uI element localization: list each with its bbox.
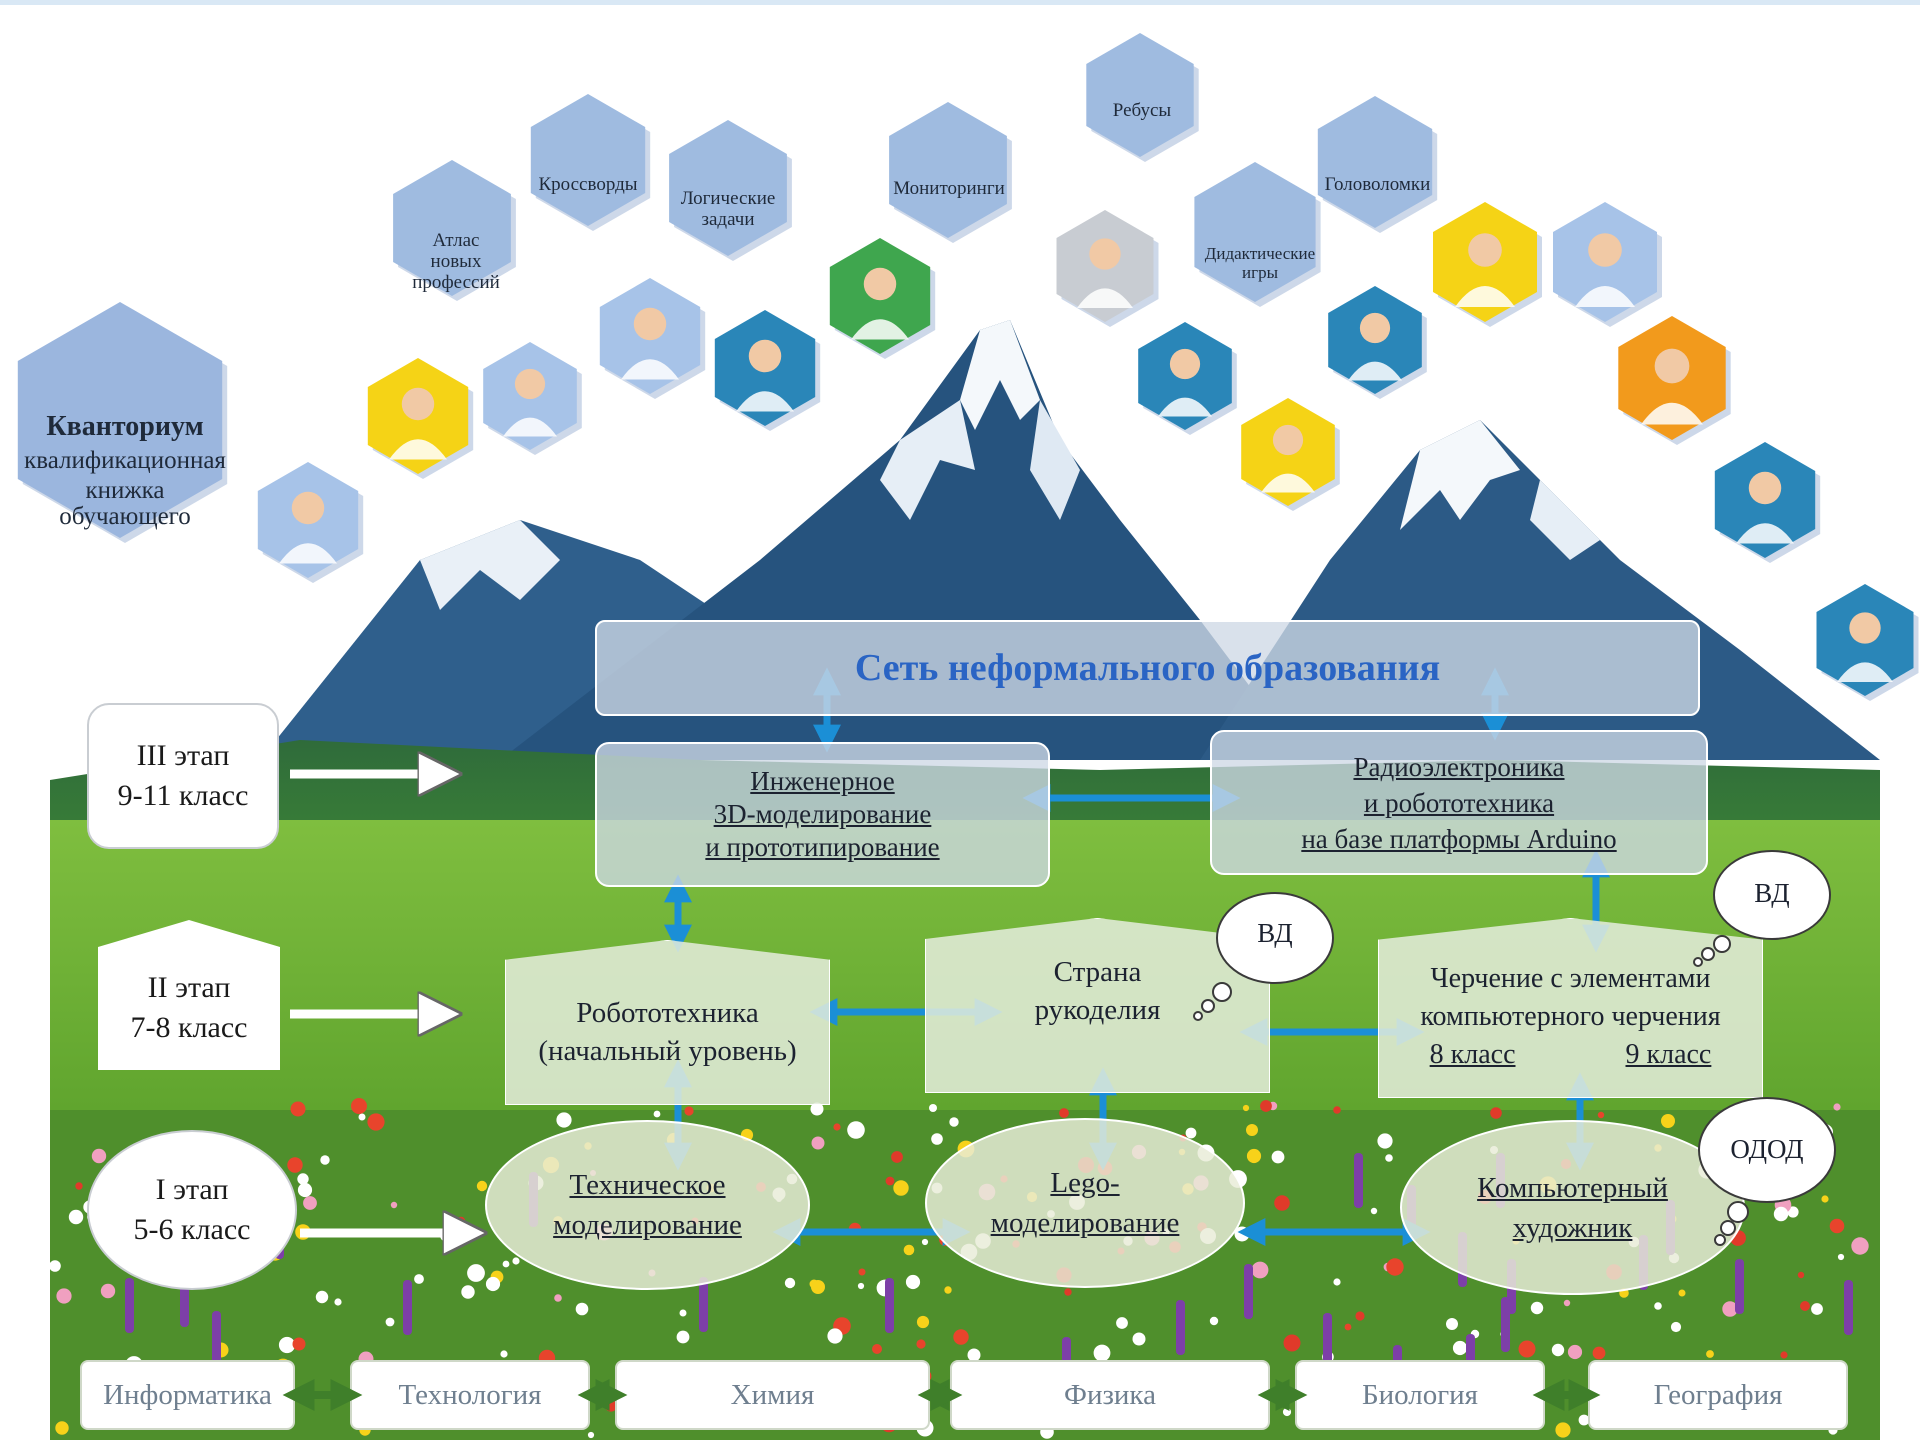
robotics-box: Робототехника (начальный уровень) <box>505 940 830 1105</box>
hex-crosswords <box>530 94 646 226</box>
stage-3-name: III этап <box>136 739 230 772</box>
engineering-line2: 3D-моделирование <box>713 799 932 829</box>
avatar-icon <box>1849 612 1881 644</box>
kvantorium-line2: книжка <box>85 477 165 504</box>
engineering-box: Инженерное 3D-моделирование и прототипир… <box>595 742 1050 887</box>
stage-2-name: II этап <box>147 971 231 1004</box>
drawing-grade8: 8 класс <box>1429 1039 1516 1070</box>
stage-3-card: III этап 9-11 класс <box>87 703 279 849</box>
subject-biology: Биология <box>1295 1360 1545 1430</box>
lego-line1: Lego- <box>1050 1167 1120 1199</box>
hex-rebus <box>1086 33 1194 157</box>
avatar-icon <box>748 339 782 373</box>
lego-ellipse: Lego- моделирование <box>925 1118 1245 1288</box>
lego-line2: моделирование <box>990 1207 1180 1239</box>
avatar-icon <box>291 491 325 525</box>
hex-puzzles-label: Головоломки <box>1324 174 1431 195</box>
drawing-box: Черчение с элементами компьютерного черч… <box>1378 918 1763 1098</box>
hex-puzzles <box>1317 96 1433 228</box>
hex-crosswords-label: Кроссворды <box>538 174 638 195</box>
subject-technology: Технология <box>350 1360 590 1430</box>
avatar-icon <box>1748 471 1782 505</box>
computer-artist-ellipse: Компьютерный художник <box>1400 1120 1745 1295</box>
avatar-icon <box>1089 238 1121 270</box>
avatar-icon <box>401 387 435 421</box>
hex-monitoring-label: Мониторинги <box>893 178 1005 199</box>
radio-line2: и робототехника <box>1363 787 1555 818</box>
stage-1-name: I этап <box>155 1173 229 1206</box>
subject-physics: Физика <box>950 1360 1270 1430</box>
engineering-line3: и прототипирование <box>705 832 940 862</box>
hex-kvantorium <box>17 302 223 538</box>
avatar-icon <box>1169 348 1201 380</box>
crafts-line1: Страна <box>1053 955 1142 988</box>
kvantorium-line3: обучающего <box>59 503 191 530</box>
radio-line1: Радиоэлектроника <box>1353 751 1565 782</box>
artist-line2: художник <box>1512 1211 1633 1244</box>
cloud-vd-1: ВД <box>1257 918 1293 948</box>
avatar-icon <box>1468 233 1502 267</box>
stage-3-grades: 9-11 класс <box>117 779 249 812</box>
stage-1-card: I этап 5-6 класс <box>87 1130 297 1290</box>
subject-chemistry: Химия <box>615 1360 930 1430</box>
drawing-grade9: 9 класс <box>1625 1039 1712 1070</box>
kvantorium-label: Кванториум квалификационная книжка обуча… <box>10 410 240 530</box>
network-box: Сеть неформального образования <box>595 620 1700 716</box>
stage-1-grades: 5-6 класс <box>133 1213 251 1246</box>
engineering-line1: Инженерное <box>750 766 895 796</box>
hex-didactic-label: Дидактические игры <box>1204 244 1316 282</box>
tech-line1: Техническое <box>569 1169 726 1201</box>
radio-line3: на базе платформы Arduino <box>1301 823 1617 854</box>
stage-2-card: II этап 7-8 класс <box>98 920 280 1070</box>
robotics-line2: (начальный уровень) <box>538 1034 797 1067</box>
stage-2-grades: 7-8 класс <box>130 1011 248 1044</box>
avatar-icon <box>1654 348 1690 384</box>
robotics-line1: Робототехника <box>576 996 759 1029</box>
drawing-line2: компьютерного черчения <box>1420 1001 1721 1032</box>
hex-logic-label: Логические задачи <box>680 188 776 230</box>
kvantorium-line1: квалификационная <box>24 447 226 474</box>
hex-atlas-label: Атлас новых профессий <box>412 230 500 293</box>
cloud-odod: ОДОД <box>1730 1134 1804 1164</box>
hex-logic <box>669 120 787 256</box>
hex-monitoring <box>889 102 1007 238</box>
network-title: Сеть неформального образования <box>854 647 1441 689</box>
crafts-line2: рукоделия <box>1034 993 1161 1026</box>
avatar-icon <box>863 267 897 301</box>
hex-atlas <box>393 160 511 296</box>
hex-rebus-label: Ребусы <box>1112 100 1172 121</box>
drawing-line1: Черчение с элементами <box>1430 963 1711 994</box>
radio-box: Радиоэлектроника и робототехника на базе… <box>1210 730 1708 875</box>
avatar-icon <box>633 307 667 341</box>
artist-line1: Компьютерный <box>1477 1171 1668 1204</box>
avatar-icon <box>1359 312 1391 344</box>
subject-informatics: Информатика <box>80 1360 295 1430</box>
avatar-icon <box>514 368 546 400</box>
tech-modeling-ellipse: Техническое моделирование <box>485 1120 810 1290</box>
hex-didactic <box>1194 162 1316 302</box>
kvantorium-title: Кванториум <box>46 411 204 442</box>
tech-line2: моделирование <box>553 1209 742 1241</box>
avatar-icon <box>1272 424 1304 456</box>
avatar-icon <box>1588 233 1622 267</box>
cloud-vd-2: ВД <box>1754 878 1790 908</box>
